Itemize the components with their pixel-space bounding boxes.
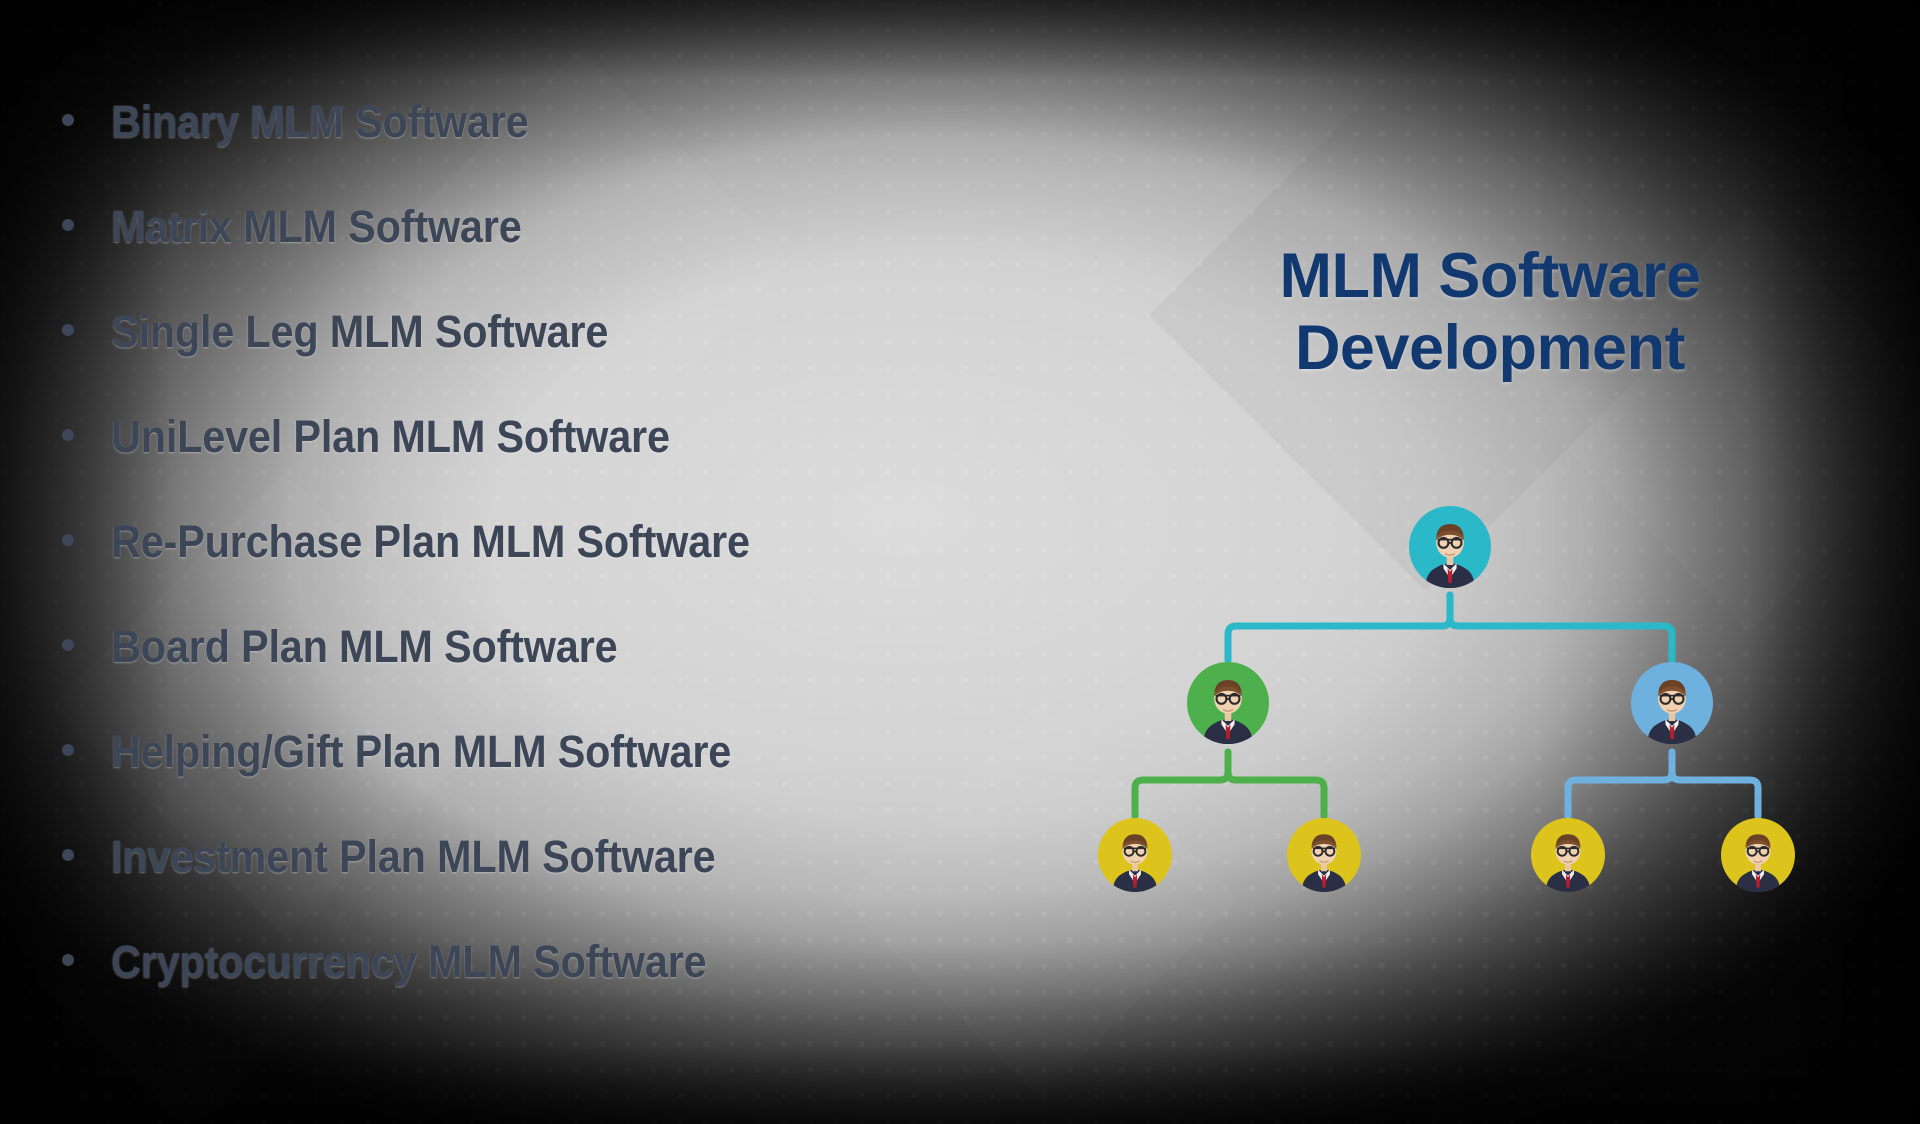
tree-node-left-child[interactable] [1187,662,1269,744]
bullet-point-icon [62,114,74,126]
tree-node-leaf[interactable] [1721,818,1795,892]
list-item-label: UniLevel Plan MLM Software [111,411,670,462]
list-item-label: Matrix MLM Software [111,201,522,252]
mlm-binary-tree-diagram [1060,500,1920,920]
node-outer-ring [1631,662,1713,744]
page-title-line-1: MLM Software [1279,241,1701,311]
list-item-label: Single Leg MLM Software [111,306,609,357]
list-item-label: Cryptocurrency MLM Software [111,936,707,987]
node-outer-ring [1721,818,1795,892]
bullet-point-icon [62,219,74,231]
list-item: Cryptocurrency MLM Software [62,936,1072,1041]
list-item-label: Re-Purchase Plan MLM Software [111,516,750,567]
list-item: Binary MLM Software [62,96,1072,201]
bullet-point-icon [62,324,74,336]
bullet-point-icon [62,639,74,651]
list-item: Helping/Gift Plan MLM Software [62,726,1072,831]
node-outer-ring [1287,818,1361,892]
tree-node-right-child[interactable] [1631,662,1713,744]
node-outer-ring [1409,506,1491,588]
bullet-point-icon [62,744,74,756]
right-panel: MLM Software Development [1060,0,1920,1124]
tree-node-leaf[interactable] [1098,818,1172,892]
list-item-label: Board Plan MLM Software [111,621,618,672]
page-title: MLM Software Development [1060,240,1920,385]
tree-node-leaf[interactable] [1287,818,1361,892]
node-outer-ring [1187,662,1269,744]
bullet-point-icon [62,849,74,861]
bullet-point-icon [62,429,74,441]
tree-node-leaf[interactable] [1531,818,1605,892]
tree-node-root[interactable] [1409,506,1491,588]
page-title-line-2: Development [1294,313,1686,384]
list-item: Re-Purchase Plan MLM Software [62,516,1072,621]
mlm-software-feature-list: Binary MLM Software Matrix MLM Software … [62,96,1072,1041]
list-item: Board Plan MLM Software [62,621,1072,726]
bullet-point-icon [62,534,74,546]
node-outer-ring [1098,818,1172,892]
list-item: Matrix MLM Software [62,201,1072,306]
list-item: Single Leg MLM Software [62,306,1072,411]
node-outer-ring [1531,818,1605,892]
list-item: Investment Plan MLM Software [62,831,1072,936]
bullet-point-icon [62,954,74,966]
list-item-label: Binary MLM Software [111,96,529,147]
list-item: UniLevel Plan MLM Software [62,411,1072,516]
list-item-label: Helping/Gift Plan MLM Software [111,726,732,777]
list-item-label: Investment Plan MLM Software [111,831,716,882]
